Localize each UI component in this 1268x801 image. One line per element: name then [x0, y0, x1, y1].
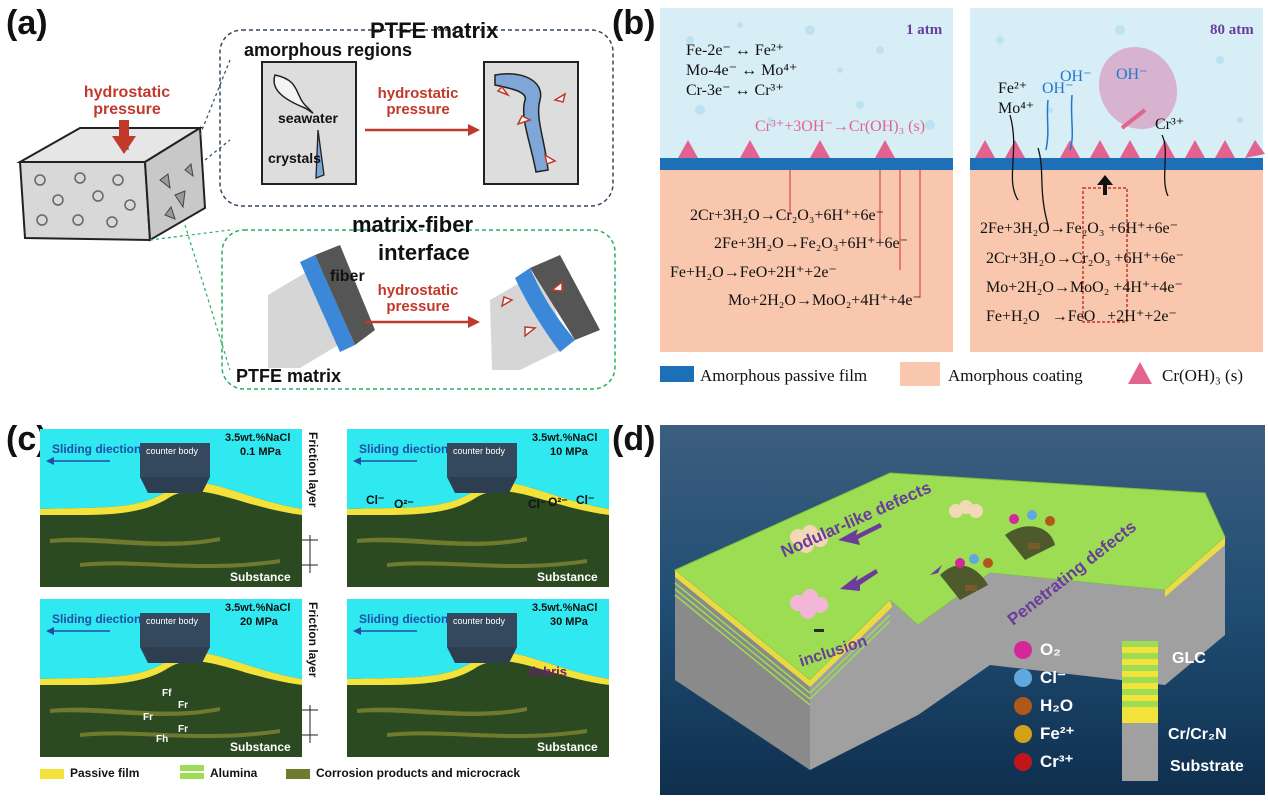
env-0: 3.5wt.%NaCl [225, 432, 291, 444]
left-reaction-1: 2Fe+3H₂O→Fe₂O₃+6H⁺+6e⁻ [714, 235, 909, 252]
legend-alumina: Alumina [210, 766, 258, 780]
pressure-0: 0.1 MPa [240, 446, 281, 458]
left-anodic-2: Cr-3e⁻ ↔ Cr³⁺ [686, 82, 784, 99]
amorphous-regions-label: amorphous regions [244, 40, 413, 60]
species-cl: Cl⁻ [1040, 668, 1066, 687]
ion-cl-2: Cl⁻ [528, 497, 547, 511]
species-o2: O₂ [1040, 640, 1061, 659]
ion-cl-1: Cl⁻ [366, 493, 385, 507]
nodular-defect-3 [949, 500, 983, 518]
pressure-2: 20 MPa [240, 616, 278, 628]
debris-label: debris [528, 664, 568, 679]
panel-d-label: (d) [612, 420, 656, 458]
ion-oh-3: OH⁻ [1116, 66, 1148, 83]
counter-1: counter body [453, 446, 506, 456]
hydro-block-label: hydrostatic pressure [83, 84, 171, 118]
ptfe-bottom-label: PTFE matrix [236, 366, 342, 386]
env-1: 3.5wt.%NaCl [532, 432, 598, 444]
right-reaction-0: 2Fe+3H₂O→Fe₂O₃ +6H⁺+6e⁻ [980, 220, 1179, 237]
nodular-defect-2 [790, 589, 828, 619]
substance-0: Substance [230, 570, 291, 584]
sliding-1: Sliding diection [359, 442, 449, 456]
legend-coating: Amorphous coating [948, 366, 1083, 385]
hydro-bottom-label: hydrostatic pressure [377, 282, 459, 315]
left-pink-eq: Cr³⁺+3OH⁻→Cr(OH)₃ (s) [755, 118, 926, 135]
pressure-3: 30 MPa [550, 616, 588, 628]
ion-o-2: O²⁻ [548, 495, 568, 509]
seawater-label: seawater [278, 110, 338, 126]
panel-d-diagram [660, 425, 1265, 795]
friction-layer-top: Friction layer [306, 432, 320, 508]
substance-2: Substance [230, 740, 291, 754]
pressure-arrow-block [112, 120, 136, 154]
counter-3: counter body [453, 616, 506, 626]
right-reaction-3: Fe+H₂O →FeO +2H⁺+2e⁻ [986, 308, 1177, 325]
layer-crcr2n: Cr/Cr₂N [1168, 726, 1227, 743]
substance-1: Substance [537, 570, 598, 584]
legend-passive-film: Amorphous passive film [700, 366, 868, 385]
ion-oh-1: OH⁻ [1042, 80, 1074, 97]
env-2: 3.5wt.%NaCl [225, 602, 291, 614]
nodular-defect-1 [790, 525, 828, 553]
layer-glc: GLC [1172, 650, 1206, 667]
left-reaction-2: Fe+H₂O→FeO+2H⁺+2e⁻ [670, 264, 837, 281]
panel-b-diagram [660, 8, 1265, 386]
sliding-0: Sliding diection [52, 442, 142, 456]
ion-o-1: O²⁻ [394, 497, 414, 511]
layer-substrate: Substrate [1170, 758, 1244, 775]
species-legend [1014, 641, 1032, 771]
interface-title-2: interface [378, 240, 470, 265]
fiber-label: fiber [330, 268, 365, 285]
ion-cl-3: Cl⁻ [576, 493, 595, 507]
counter-0: counter body [146, 446, 199, 456]
counter-2: counter body [146, 616, 199, 626]
sliding-2: Sliding diection [52, 612, 142, 626]
penetrating-defect-1 [940, 565, 988, 600]
species-h2o: H₂O [1040, 696, 1074, 715]
ptfe-matrix-title: PTFE matrix [370, 18, 499, 43]
pressure-1: 10 MPa [550, 446, 588, 458]
left-anodic-0: Fe-2e⁻ ↔ Fe²⁺ [686, 42, 785, 59]
hydro-top-label: hydrostatic pressure [377, 85, 459, 118]
layer-legend [1122, 641, 1158, 781]
left-pressure: 1 atm [906, 22, 943, 38]
force-fr-3: Fr [178, 724, 188, 735]
panel-a-label: (a) [6, 4, 48, 42]
right-pressure: 80 atm [1210, 22, 1254, 38]
left-reaction-3: Mo+2H₂O→MoO₂+4H⁺+4e⁻ [728, 292, 921, 309]
force-ff: Ff [162, 688, 172, 699]
interface-title-1: matrix-fiber [352, 212, 474, 237]
legend-corrosion: Corrosion products and microcrack [316, 766, 521, 780]
force-fh: Fh [156, 734, 169, 745]
ion-fe: Fe²⁺ [998, 80, 1028, 97]
species-fe: Fe²⁺ [1040, 724, 1075, 743]
force-fr-1: Fr [178, 700, 188, 711]
panel-a-diagram [16, 29, 616, 390]
panel-c-diagram [39, 428, 610, 779]
substance-3: Substance [537, 740, 598, 754]
right-reaction-2: Mo+2H₂O→MoO₂ +4H⁺+4e⁻ [986, 279, 1183, 296]
ion-oh-2: OH⁻ [1060, 68, 1092, 85]
species-cr: Cr³⁺ [1040, 752, 1074, 771]
right-reaction-1: 2Cr+3H₂O→Cr₂O₃ +6H⁺+6e⁻ [986, 250, 1185, 267]
left-anodic-1: Mo-4e⁻ ↔ Mo⁴⁺ [686, 62, 798, 79]
left-reaction-0: 2Cr+3H₂O→Cr₂O₃+6H⁺+6e⁻ [690, 207, 885, 224]
legend-passive: Passive film [70, 766, 140, 780]
force-fr-2: Fr [143, 712, 153, 723]
friction-layer-bottom: Friction layer [306, 602, 320, 678]
panel-b-label: (b) [612, 4, 656, 42]
sliding-3: Sliding diection [359, 612, 449, 626]
crystals-label: crystals [268, 150, 321, 166]
legend-croh3: Cr(OH)₃ (s) [1162, 366, 1243, 385]
env-3: 3.5wt.%NaCl [532, 602, 598, 614]
ion-mo: Mo⁴⁺ [998, 100, 1035, 117]
penetrating-defect-2 [1005, 526, 1055, 560]
ptfe-block [16, 126, 207, 242]
ion-cr: Cr³⁺ [1155, 116, 1185, 133]
